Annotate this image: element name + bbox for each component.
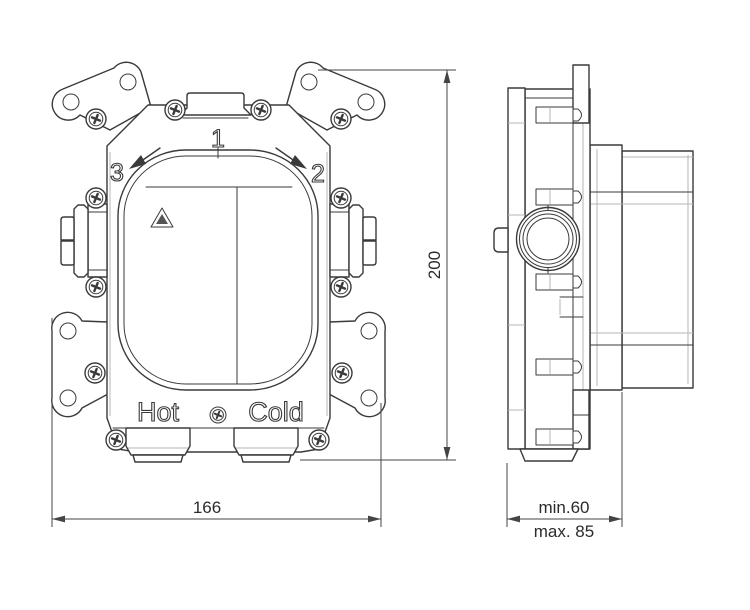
outlet-labels: 1 3 2 [109, 124, 325, 188]
side-port-rings [515, 204, 581, 274]
flange-plate [524, 88, 591, 450]
label-outlet-1: 1 [211, 125, 225, 153]
side-view [493, 64, 694, 462]
dimension-depth-min-text: min.60 [538, 498, 589, 517]
dimension-depth-max-text: max. 85 [534, 522, 594, 541]
bracket-column [507, 87, 526, 450]
dimension-width: 166 [51, 318, 382, 527]
clip-tab [493, 227, 509, 253]
mounting-ears [51, 61, 386, 418]
dimension-height: 200 [300, 69, 456, 461]
cold-inlet-port [233, 427, 299, 463]
valve-body-back [621, 150, 694, 389]
cartridge-cover [117, 147, 319, 391]
label-outlet-3: 3 [110, 159, 124, 187]
top-outlet-port [179, 92, 252, 119]
bottom-foot [519, 448, 579, 462]
valve-body-front [589, 144, 623, 391]
dimension-width-text: 166 [193, 498, 221, 517]
dimension-depth: min.60 max. 85 [506, 392, 623, 541]
label-outlet-2: 2 [311, 160, 325, 188]
arrow-to-outlet-2 [275, 147, 307, 169]
right-side-port [329, 203, 377, 278]
arrow-to-outlet-3 [129, 147, 161, 169]
hot-inlet-port [125, 427, 191, 463]
hot-label: Hot [137, 397, 180, 427]
recycling-triangle-icon [150, 207, 174, 228]
dimension-height-text: 200 [425, 251, 444, 279]
left-side-port [60, 203, 108, 278]
cold-label: Cold [248, 397, 304, 427]
front-view: 1 3 2 Hot Cold [51, 61, 386, 463]
